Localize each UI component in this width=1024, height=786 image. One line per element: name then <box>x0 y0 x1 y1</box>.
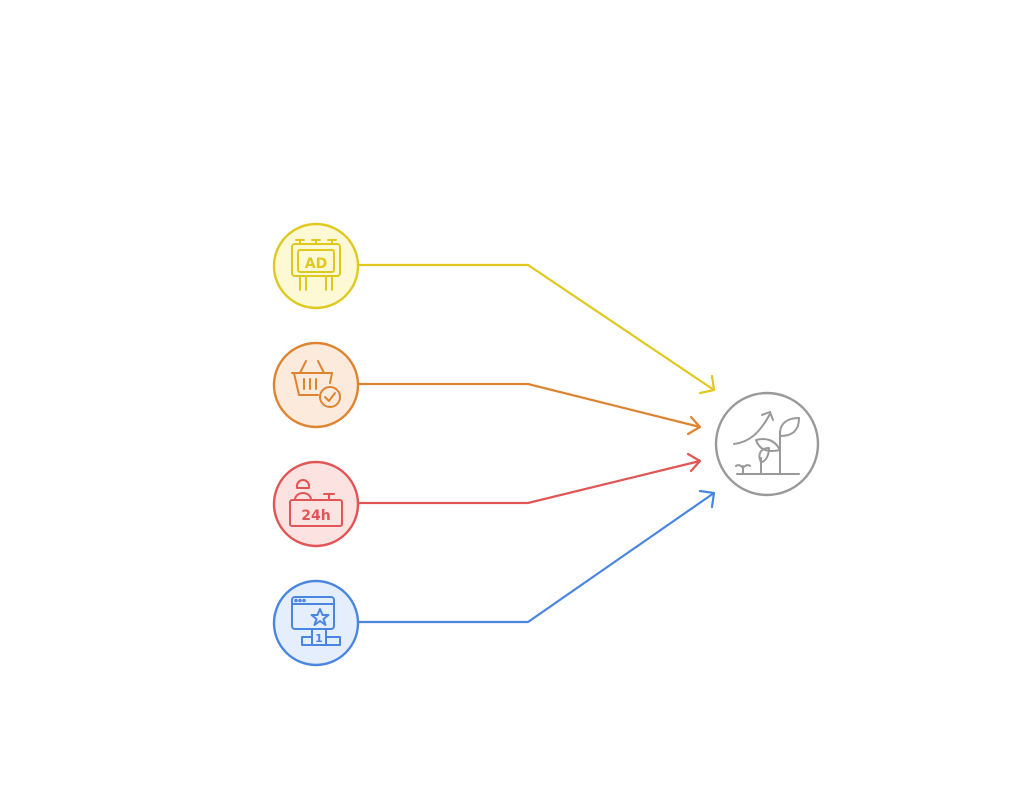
connectors <box>358 263 716 624</box>
24h-service-desk-icon <box>289 479 343 527</box>
connector-purchase <box>358 382 701 429</box>
arrowhead-advertising <box>698 374 716 395</box>
connector-ranking <box>358 492 715 624</box>
source-node-purchase <box>272 341 360 429</box>
billboard-ad-glyph: AD <box>305 256 327 272</box>
arrowhead-purchase <box>686 415 702 436</box>
arrowhead-support <box>686 452 702 473</box>
target-node-growth <box>714 391 820 497</box>
source-node-advertising: AD <box>272 222 360 310</box>
connector-advertising <box>358 263 715 391</box>
24h-glyph: 24h <box>301 508 330 524</box>
plant-growth-icon <box>733 411 800 475</box>
shopping-basket-check-icon <box>291 360 341 408</box>
podium-rank-glyph: 1 <box>315 632 323 645</box>
website-ranking-podium-icon <box>291 596 341 646</box>
billboard-ad-icon <box>291 239 341 291</box>
source-node-ranking: 1 <box>272 579 360 667</box>
arrowhead-ranking <box>698 489 716 509</box>
connector-support <box>358 459 701 505</box>
source-node-support: 24h <box>272 460 360 548</box>
